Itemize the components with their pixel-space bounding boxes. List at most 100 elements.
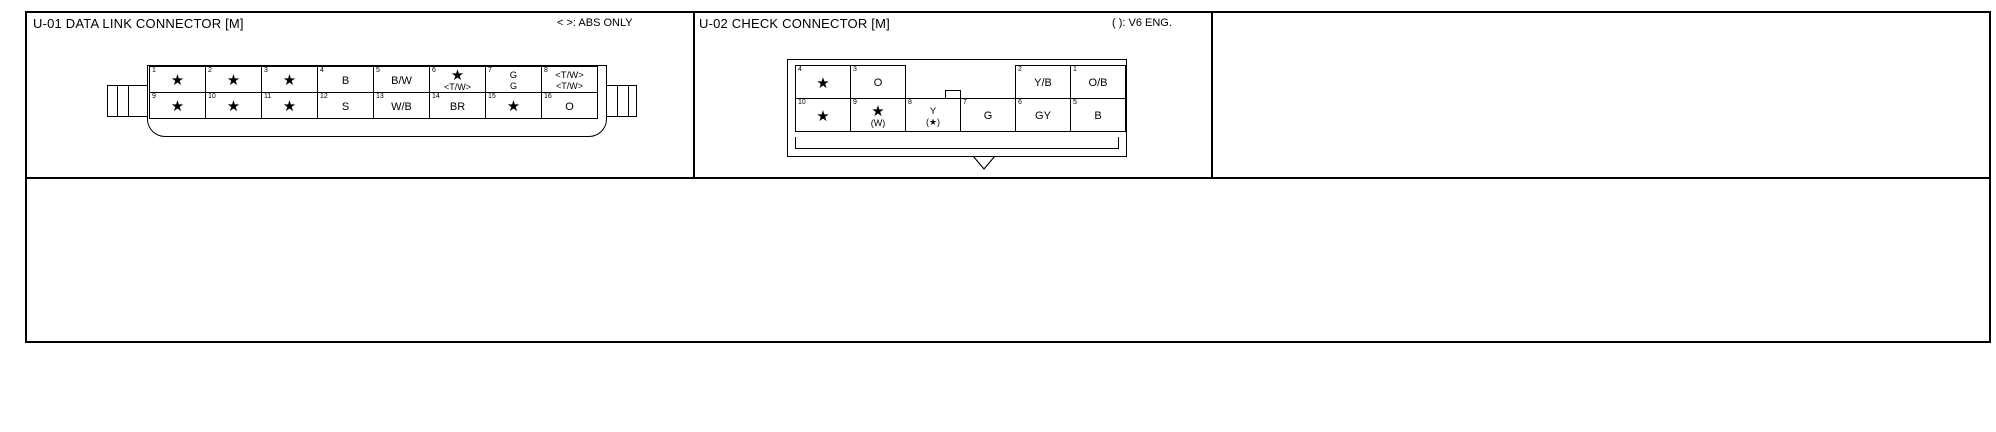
pin-number: 5: [1073, 99, 1077, 106]
panel-divider-1: [693, 13, 695, 177]
wire-color: ★: [282, 72, 297, 89]
wire-color: ★: [450, 67, 465, 84]
wire-label: B: [1071, 99, 1125, 131]
wire-color: ★: [170, 72, 185, 89]
wire-label: <T/W><T/W>: [542, 67, 597, 92]
pin-number: 3: [264, 67, 268, 74]
pin-number: 10: [208, 93, 216, 100]
wire-color: Y: [929, 105, 937, 117]
pin-number: 14: [432, 93, 440, 100]
wire-label: ★: [486, 93, 541, 118]
pin-number: 2: [1018, 66, 1022, 73]
pin-number: 7: [488, 67, 492, 74]
wire-label: ★: [150, 93, 205, 118]
u02-key-marker: [972, 155, 996, 170]
wire-label: ★: [206, 93, 261, 118]
pin-number: 9: [853, 99, 857, 106]
wire-label: G: [961, 99, 1015, 131]
u01-left-tab: [107, 85, 151, 117]
u01-cavity-9: 9★: [149, 92, 206, 119]
pin-number: 1: [152, 67, 156, 74]
panel-divider-2: [1211, 13, 1213, 177]
wire-label: ★<T/W>: [430, 67, 485, 92]
pin-number: 8: [544, 67, 548, 74]
wire-color: G: [509, 70, 518, 81]
u02-note: ( ): V6 ENG.: [1112, 17, 1172, 29]
u01-note: < >: ABS ONLY: [557, 17, 633, 29]
pin-number: 3: [853, 66, 857, 73]
pin-number: 4: [320, 67, 324, 74]
u01-cavity-1: 1★: [149, 66, 206, 93]
wire-color-alt: G: [509, 81, 517, 91]
wire-label: ★(W): [851, 99, 905, 131]
wire-label: Y(★): [906, 99, 960, 131]
pin-number: 11: [264, 93, 272, 100]
wire-color: ★: [871, 102, 885, 120]
wire-color: ★: [226, 72, 241, 89]
wire-color: <T/W>: [555, 70, 584, 81]
wire-label: B/W: [374, 67, 429, 92]
wire-color-alt: <T/W>: [555, 81, 583, 91]
diagram-frame: U-01 DATA LINK CONNECTOR [M] < >: ABS ON…: [25, 11, 1991, 343]
pin-number: 8: [908, 99, 912, 106]
wire-color: ★: [226, 98, 241, 115]
wire-color: O/B: [1088, 77, 1108, 89]
wire-color: GY: [1035, 110, 1051, 122]
wire-color: ★: [506, 98, 521, 115]
pin-number: 7: [963, 99, 967, 106]
wire-color-alt: (★): [925, 116, 941, 127]
u01-cavity-8: 8<T/W><T/W>: [541, 66, 598, 93]
wire-color: ★: [816, 74, 830, 92]
wire-label: ★: [796, 99, 850, 131]
pin-number: 16: [544, 93, 552, 100]
wire-label: W/B: [374, 93, 429, 118]
row-divider: [27, 177, 1989, 179]
u01-cavity-6: 6★<T/W>: [429, 66, 486, 93]
u02-title: U-02 CHECK CONNECTOR [M]: [699, 16, 890, 31]
pin-number: 12: [320, 93, 328, 100]
wire-label: Y/B: [1016, 66, 1070, 98]
u01-cavity-15: 15★: [485, 92, 542, 119]
u01-cavity-2: 2★: [205, 66, 262, 93]
u01-left-tab-inner: [117, 85, 129, 117]
wire-label: ★: [262, 67, 317, 92]
wire-label: O: [542, 93, 597, 118]
wire-label: S: [318, 93, 373, 118]
wire-color: O: [873, 77, 883, 89]
wire-label: O/B: [1071, 66, 1125, 98]
wire-label: BR: [430, 93, 485, 118]
wire-label: ★: [150, 67, 205, 92]
u01-title: U-01 DATA LINK CONNECTOR [M]: [33, 16, 244, 31]
wire-color: S: [341, 100, 350, 113]
pin-number: 2: [208, 67, 212, 74]
pin-number: 10: [798, 99, 806, 106]
wire-label: ★: [206, 67, 261, 92]
u02-cavity-4: 4★: [795, 65, 851, 99]
pin-number: 6: [1018, 99, 1022, 106]
u01-cavity-3: 3★: [261, 66, 318, 93]
wire-color: G: [983, 110, 993, 122]
wire-color: ★: [170, 98, 185, 115]
wire-label: ★: [796, 66, 850, 98]
u01-cavity-11: 11 ★: [261, 92, 318, 119]
wire-color-alt: <T/W>: [443, 82, 471, 92]
wire-color: ★: [282, 98, 297, 115]
pin-number: 4: [798, 66, 802, 73]
wire-label: ★: [262, 93, 317, 118]
wire-color: O: [565, 100, 574, 113]
wire-color: BR: [449, 100, 466, 113]
wire-label: O: [851, 66, 905, 98]
u01-cavity-10: 10 ★: [205, 92, 262, 119]
u02-cavity-9: 9★(W): [850, 98, 906, 132]
